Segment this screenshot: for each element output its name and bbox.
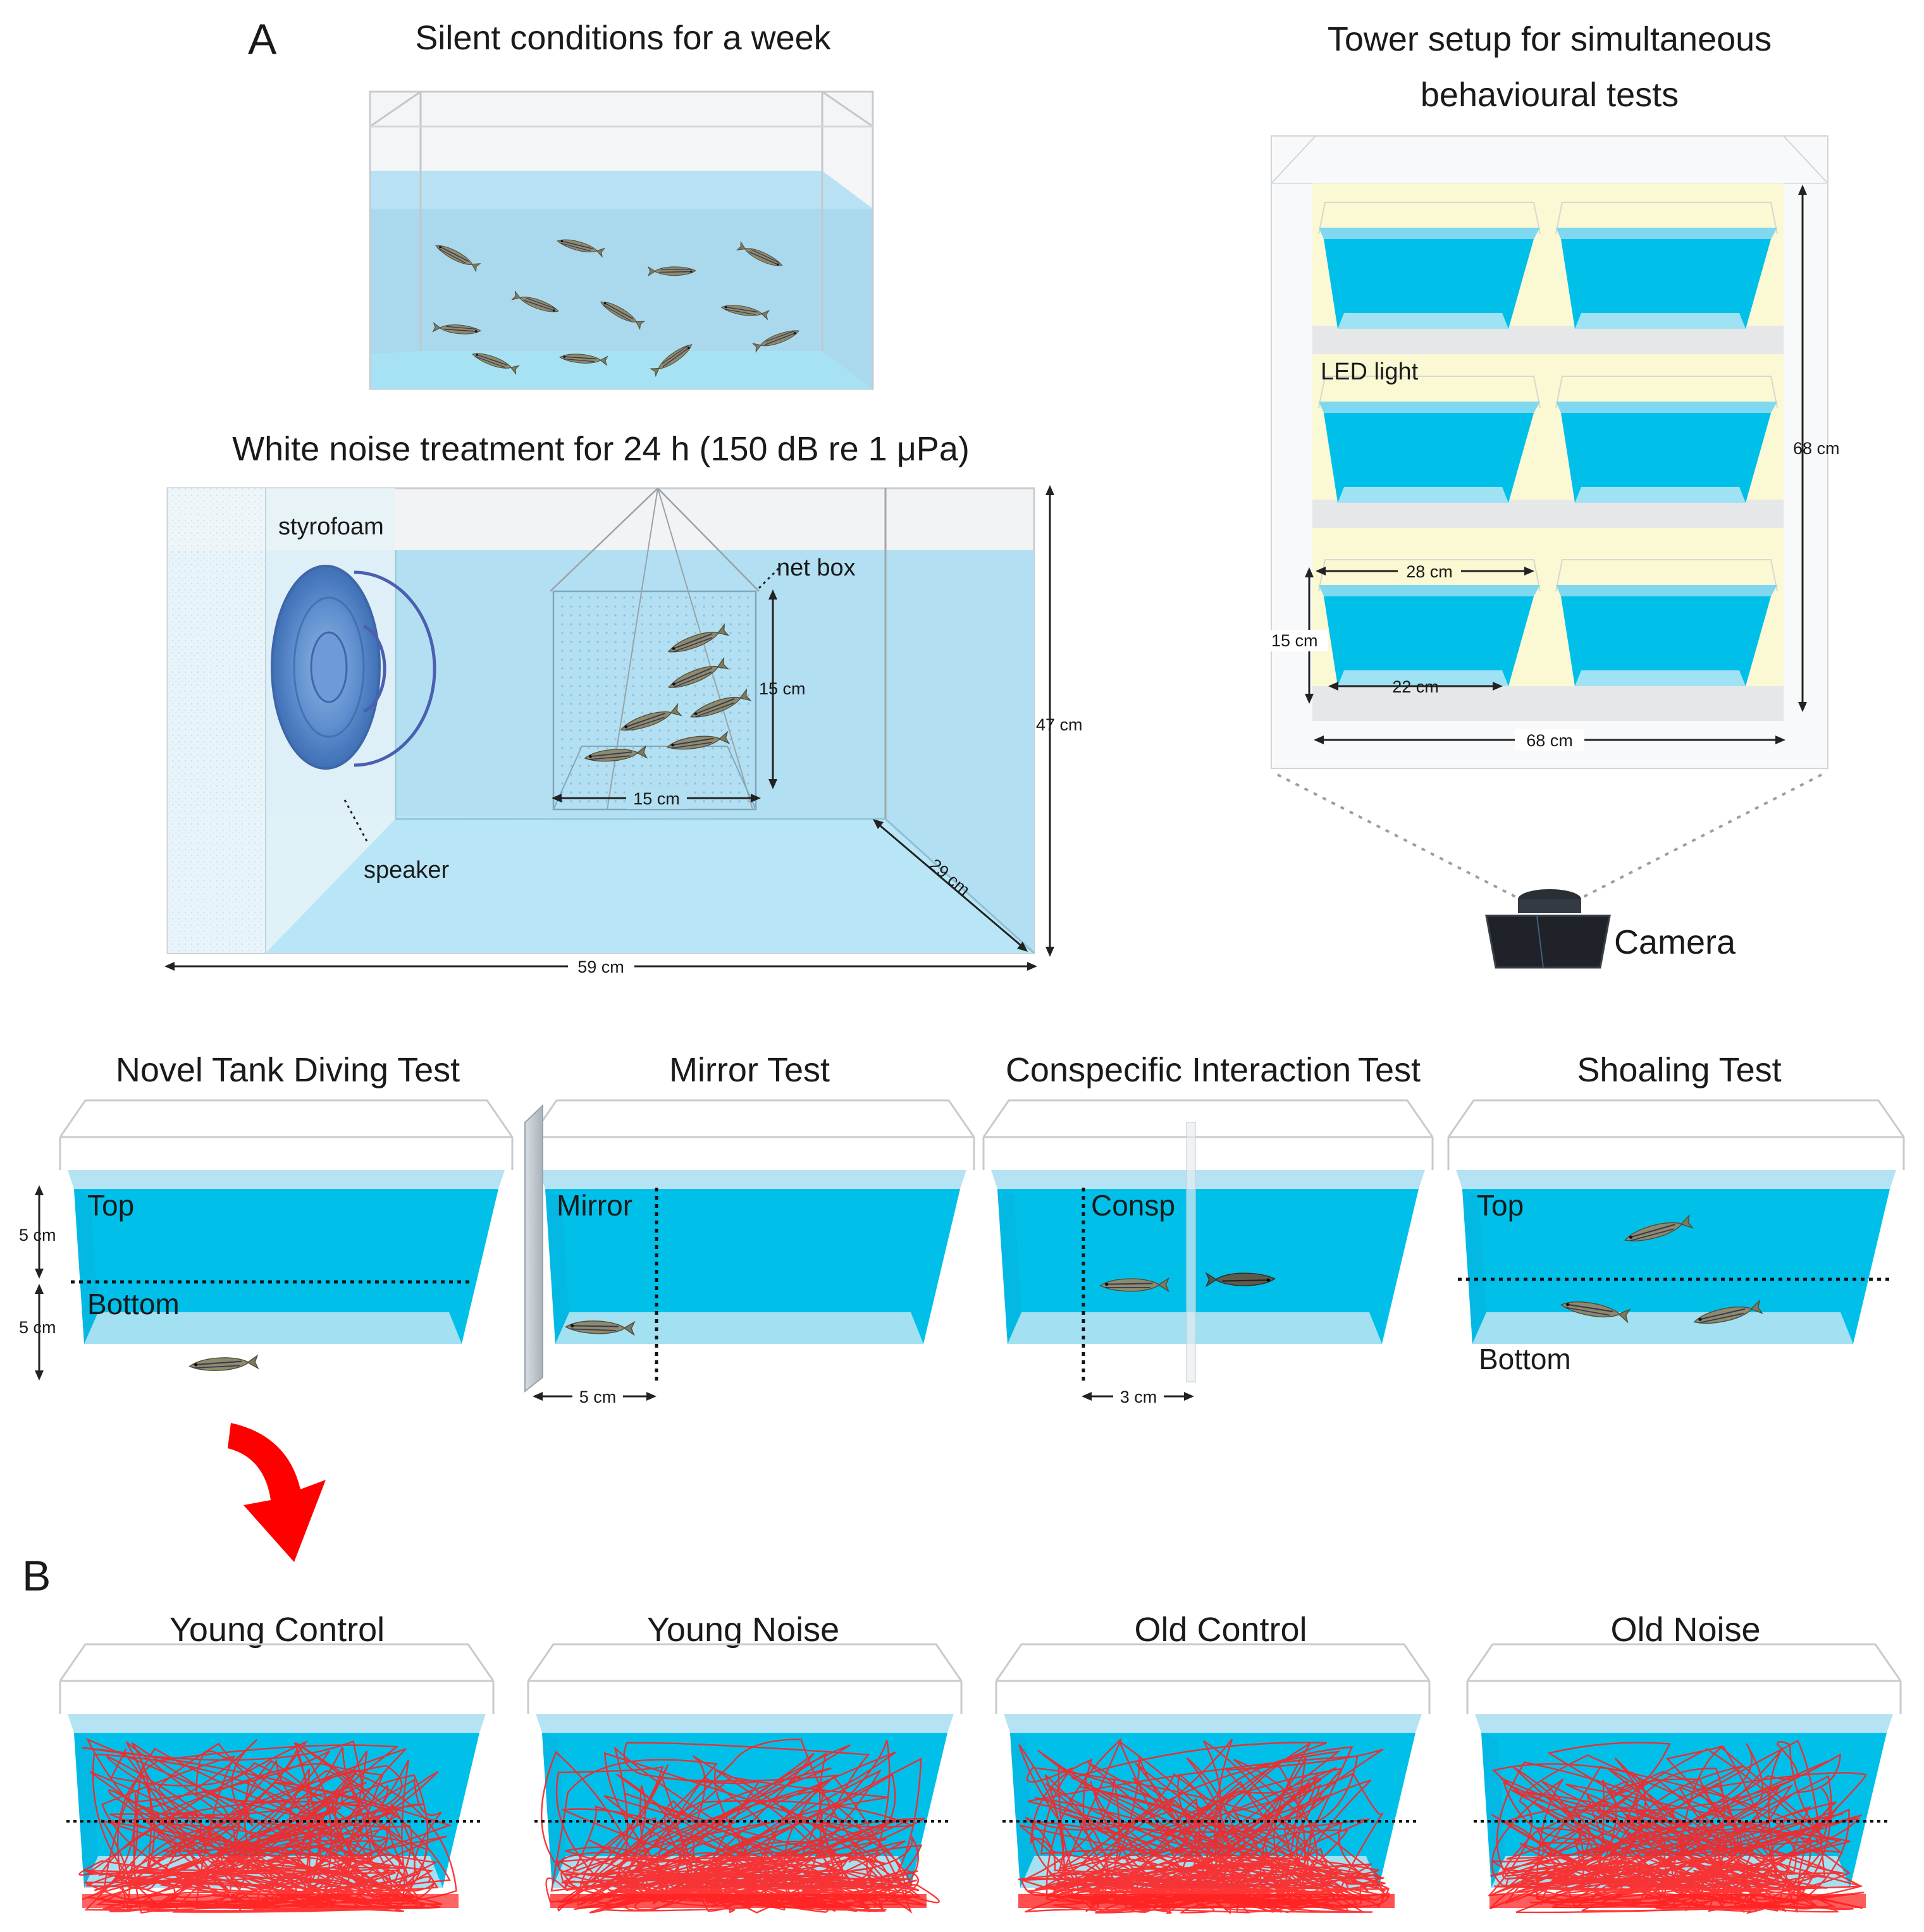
tower-tank [1318, 202, 1541, 329]
tower-title-1: Tower setup for simultaneous [1328, 20, 1772, 58]
noise-title: White noise treatment for 24 h (150 dB r… [232, 430, 970, 468]
swim-trace [1018, 1738, 1390, 1914]
tower-tank [1318, 559, 1541, 686]
tower-tank [1555, 376, 1778, 503]
bottom-trace-density [1489, 1894, 1866, 1908]
novel-bottom-label: Bottom [87, 1288, 180, 1320]
shoaling-tank [1447, 1099, 1905, 1344]
tower-tank [1555, 559, 1778, 686]
trace-tank [1466, 1643, 1902, 1914]
conspecific-tank [982, 1099, 1434, 1344]
tank-height-label: 47 cm [1036, 715, 1083, 734]
conspecific-test-title: Conspecific Interaction Test [1006, 1051, 1421, 1089]
transparent-divider [1186, 1122, 1196, 1382]
camera-icon [1485, 889, 1611, 969]
mirror [524, 1104, 543, 1393]
mirror-zone-width-label: 5 cm [579, 1387, 617, 1406]
netbox-width-label: 15 cm [633, 789, 680, 808]
tank-bottom-length-label: 22 cm [1392, 677, 1439, 696]
test-tanks [59, 1099, 1905, 1344]
consp-zone-width-label: 3 cm [1120, 1387, 1157, 1406]
swim-trace [1488, 1740, 1866, 1914]
tower-width-label: 68 cm [1526, 731, 1573, 750]
tower-tank [1318, 376, 1541, 503]
net-box-label: net box [777, 555, 856, 581]
novel-top-label: Top [87, 1189, 134, 1222]
shoal-top-label: Top [1477, 1189, 1524, 1222]
tank-length-label: 28 cm [1406, 562, 1453, 581]
bottom-trace-density [82, 1894, 459, 1908]
trace-tank [59, 1643, 495, 1914]
mirror-tank [530, 1099, 975, 1344]
group-title: Young Noise [647, 1611, 839, 1649]
trace-tank [527, 1643, 963, 1914]
shoal-bottom-label: Bottom [1479, 1343, 1571, 1375]
panel-b-label: B [22, 1552, 51, 1600]
mirror-test-title: Mirror Test [669, 1051, 830, 1089]
group-title: Old Noise [1610, 1611, 1760, 1649]
bottom-trace-density [550, 1894, 927, 1908]
consp-zone-label: Consp [1091, 1189, 1175, 1222]
novel-bottom-height-label: 5 cm [19, 1318, 56, 1337]
swim-trace [541, 1738, 940, 1914]
novel-tank-title: Novel Tank Diving Test [116, 1051, 460, 1089]
trace-tank [995, 1643, 1431, 1914]
tank-width-label: 59 cm [577, 957, 624, 976]
tower-title-2: behavioural tests [1421, 76, 1679, 114]
noise-tank: styrofoam speaker [164, 485, 1083, 978]
silent-title: Silent conditions for a week [415, 19, 831, 57]
panel-b-traces: Young Control Young Noise Old Control Old N… [59, 1611, 1902, 1914]
shoaling-test-title: Shoaling Test [1577, 1051, 1781, 1089]
tank-height-small-label: 15 cm [1271, 631, 1318, 650]
tower-height-label: 68 cm [1793, 439, 1840, 458]
red-arrow-icon [228, 1423, 326, 1562]
silent-tank [369, 90, 874, 390]
novel-top-height-label: 5 cm [19, 1226, 56, 1245]
panel-a-label: A [248, 15, 277, 63]
group-title: Young Control [170, 1611, 385, 1649]
camera-label: Camera [1614, 923, 1736, 961]
bottom-trace-density [1018, 1894, 1395, 1908]
speaker-label: speaker [364, 857, 450, 883]
group-title: Old Control [1134, 1611, 1307, 1649]
led-light-label: LED light [1321, 359, 1419, 385]
net-box [550, 488, 760, 811]
novel-tank [59, 1099, 514, 1344]
netbox-height-label: 15 cm [759, 679, 806, 698]
styrofoam-label: styrofoam [278, 514, 384, 540]
mirror-zone-label: Mirror [557, 1189, 632, 1222]
speaker [271, 565, 436, 770]
tower-tank [1555, 202, 1778, 329]
tower-setup [1271, 135, 1828, 769]
